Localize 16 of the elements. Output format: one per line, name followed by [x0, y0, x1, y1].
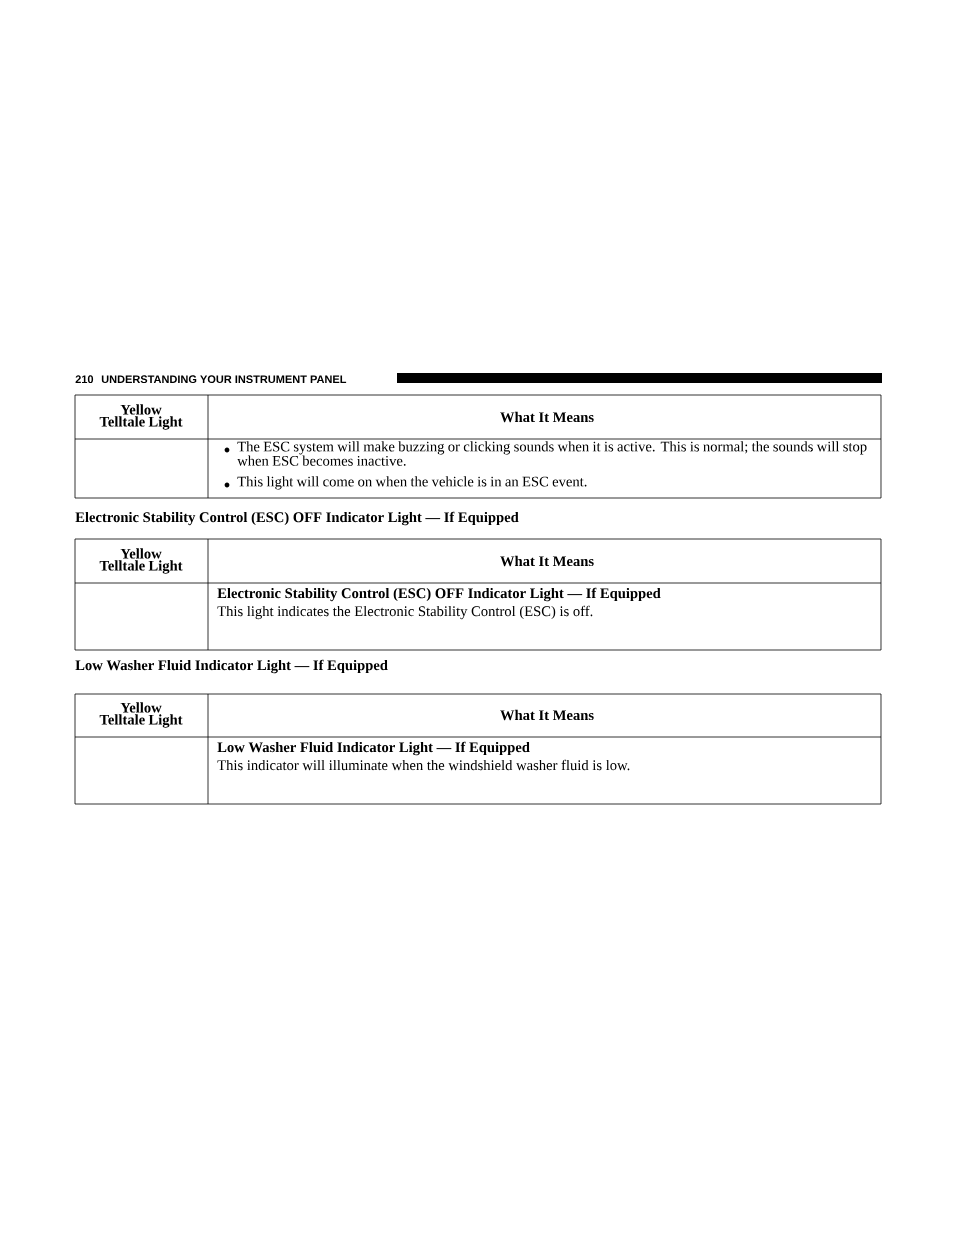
row-title: Low Washer Fluid Indicator Light — If Equipped: [217, 741, 530, 756]
column-header: Yellow Telltale Light: [99, 404, 183, 430]
section-heading: Low Washer Fluid Indicator Light — If Equipped: [75, 659, 388, 674]
row-text: This light indicates the Electronic Stability Control (ESC) is off.: [217, 605, 593, 620]
column-header: What It Means: [500, 411, 594, 423]
column-header: Yellow Telltale Light: [99, 548, 183, 574]
page-number: 210: [75, 375, 94, 384]
running-head: UNDERSTANDING YOUR INSTRUMENT PANEL: [101, 375, 347, 384]
bullet-item: The ESC system will make buzzing or clicking sounds when it is active. This is normal; the sounds will stop when ESC becomes inactive.: [224, 441, 867, 466]
column-header: Yellow Telltale Light: [99, 702, 183, 728]
row-title: Electronic Stability Control (ESC) OFF Indicator Light — If Equipped: [217, 587, 661, 602]
row-text: This indicator will illuminate when the windshield washer fluid is low.: [217, 759, 630, 771]
column-header: What It Means: [500, 555, 594, 567]
column-header: What It Means: [500, 709, 594, 721]
bullet-item: This light will come on when the vehicle is in an ESC event.: [224, 476, 587, 490]
section-heading: Electronic Stability Control (ESC) OFF Indicator Light — If Equipped: [75, 511, 519, 526]
